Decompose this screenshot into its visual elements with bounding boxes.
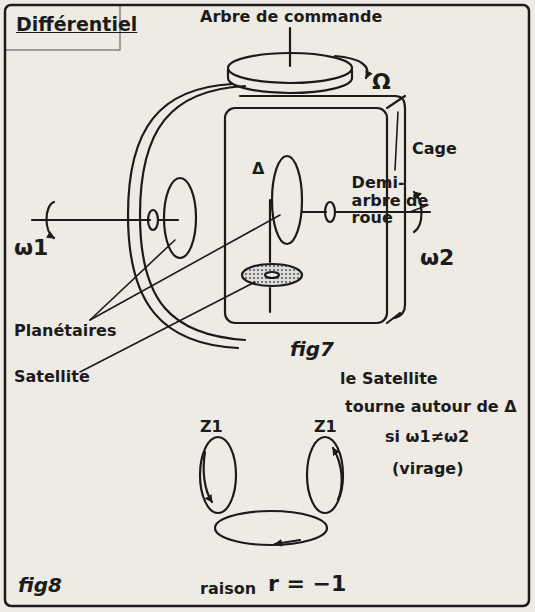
figure-number: fig8 [18, 574, 62, 596]
gear-symbol: Z1 [314, 418, 337, 436]
note-text: tourne autour de Δ [345, 398, 517, 416]
formula: r = −1 [268, 572, 346, 596]
part-name: Demi-arbre de roue [352, 174, 448, 227]
part-name: Arbre de commande [200, 8, 382, 26]
rotation-symbol: ω2 [420, 246, 454, 270]
diagram-title: Différentiel [16, 14, 137, 35]
gear-symbol: Z1 [200, 418, 223, 436]
note-text: si ω1≠ω2 [385, 428, 469, 446]
part-name: Planétaires [14, 322, 116, 340]
note-text: raison [200, 580, 256, 598]
figure-number: fig7 [290, 338, 334, 360]
axis-symbol: Δ [252, 160, 264, 178]
note-text: le Satellite [340, 370, 438, 388]
rotation-symbol: ω1 [14, 236, 48, 260]
note-text: (virage) [392, 460, 464, 478]
part-name: Satellite [14, 368, 90, 386]
rotation-symbol: Ω [372, 70, 391, 94]
part-name: Cage [412, 140, 457, 158]
